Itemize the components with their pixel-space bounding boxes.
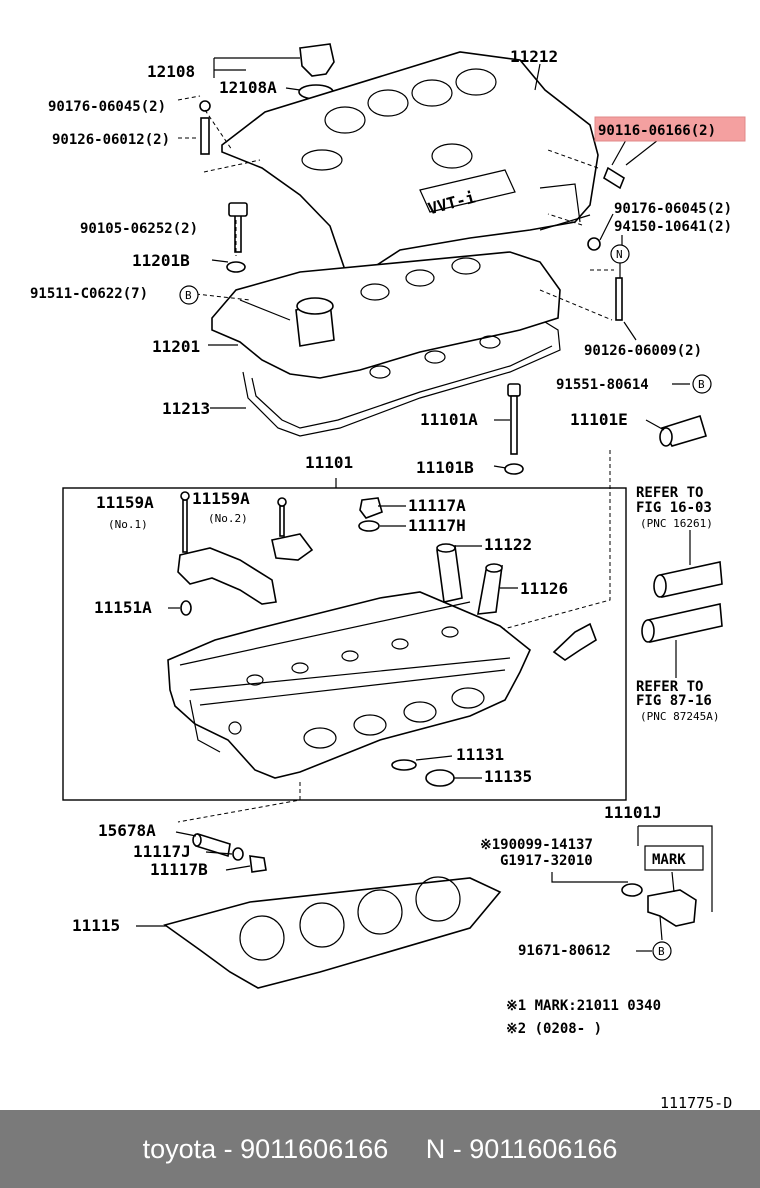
- badge-b-2: B: [692, 374, 712, 394]
- plugs-and-guides-drawing: [358, 497, 597, 787]
- oil-filler-cap-drawing: [298, 43, 335, 100]
- label-15678a: 15678A: [98, 821, 156, 840]
- valve-cover-drawing: VVT-i: [221, 51, 599, 277]
- label-11117h: 11117H: [408, 516, 466, 535]
- refer2-line1: REFER TO: [636, 679, 703, 695]
- label-90176-06045-right: 90176-06045(2): [614, 201, 732, 217]
- head-cover-gasket-drawing: [242, 321, 561, 437]
- label-90126-06009: 90126-06009(2): [584, 343, 702, 359]
- label-90116-06166-highlighted[interactable]: 90116-06166(2): [598, 123, 716, 139]
- head-gasket-drawing: [163, 876, 502, 989]
- svg-text:N: N: [616, 248, 623, 261]
- badge-b-3: B: [652, 941, 672, 961]
- label-no1: (No.1): [108, 518, 148, 531]
- lower-plugs-drawing: [192, 832, 267, 873]
- label-no2: (No.2): [208, 512, 248, 525]
- refer1-line1: REFER TO: [636, 485, 703, 501]
- refer1-line3: (PNC 16261): [640, 517, 713, 530]
- label-91671-80612: 91671-80612: [518, 943, 611, 959]
- label-11201b: 11201B: [132, 251, 190, 270]
- refer2-line2: FIG 87-16: [636, 693, 712, 709]
- label-11131: 11131: [456, 745, 504, 764]
- cyl-head-leaders: [168, 505, 518, 779]
- refer1-line2: FIG 16-03: [636, 500, 712, 516]
- head-cover-drawing: [211, 251, 561, 379]
- cylinder-head-drawing: [167, 591, 531, 779]
- label-11212: 11212: [510, 47, 558, 66]
- sensor-11101e-drawing: [659, 414, 707, 447]
- camshaft-caps-drawing: [177, 491, 314, 616]
- refer2-line3: (PNC 87245A): [640, 710, 719, 723]
- label-12108: 12108: [147, 62, 195, 81]
- svg-text:B: B: [185, 289, 192, 302]
- label-11201: 11201: [152, 337, 200, 356]
- label-11117j: 11117J: [133, 842, 191, 861]
- label-90099-14137: ※190099-14137: [480, 837, 593, 853]
- label-11213: 11213: [162, 399, 210, 418]
- label-11117b: 11117B: [150, 860, 208, 879]
- label-11117a: 11117A: [408, 496, 466, 515]
- label-11159a-no1: 11159A: [96, 493, 154, 512]
- sensor-11101j-drawing: [621, 871, 697, 941]
- svg-text:B: B: [698, 378, 705, 391]
- footer-part-number-text: toyota - 9011606166 N - 9011606166: [142, 1133, 618, 1164]
- badge-n: N: [610, 244, 630, 264]
- label-11101b: 11101B: [416, 458, 474, 477]
- label-12108a: 12108A: [219, 78, 277, 97]
- label-11159a-no2: 11159A: [192, 489, 250, 508]
- label-11126: 11126: [520, 579, 568, 598]
- leader-lines: [177, 57, 690, 631]
- label-11135: 11135: [484, 767, 532, 786]
- head-bolt-drawing: [504, 383, 524, 475]
- label-11122: 11122: [484, 535, 532, 554]
- label-g1917-32010: G1917-32010: [500, 853, 593, 869]
- svg-text:B: B: [658, 945, 665, 958]
- label-11151a: 11151A: [94, 598, 152, 617]
- label-11101a: 11101A: [420, 410, 478, 429]
- label-11101j: 11101J: [604, 803, 662, 822]
- label-90126-06012: 90126-06012(2): [52, 132, 170, 148]
- label-91551-80614: 91551-80614: [556, 377, 649, 393]
- label-11101e: 11101E: [570, 410, 628, 429]
- mark-box-label: MARK: [652, 852, 686, 868]
- figure-id: 111775-D: [660, 1094, 732, 1110]
- label-94150-10641: 94150-10641(2): [614, 219, 732, 235]
- head-cover-gasket-inner: [251, 345, 553, 429]
- note-1: ※1 MARK:21011 0340: [506, 998, 661, 1014]
- parts-diagram: VVT-i: [30, 43, 746, 1110]
- label-90176-06045-left: 90176-06045(2): [48, 99, 166, 115]
- badge-b-1: B: [179, 285, 199, 305]
- footer-bar: toyota - 9011606166 N - 9011606166: [0, 1110, 760, 1188]
- label-91511-c0622: 91511-C0622(7): [30, 286, 148, 302]
- cover-fasteners-drawing: [199, 100, 625, 321]
- cylinder-head-group-box: [62, 487, 627, 801]
- label-90105-06252: 90105-06252(2): [80, 221, 198, 237]
- mark-box: [644, 845, 704, 871]
- highlight-box: [594, 116, 746, 142]
- label-11115: 11115: [72, 916, 120, 935]
- label-11101: 11101: [305, 453, 353, 472]
- note-2: ※2 (0208- ): [506, 1021, 602, 1037]
- refer-pipes-drawing: [641, 530, 723, 678]
